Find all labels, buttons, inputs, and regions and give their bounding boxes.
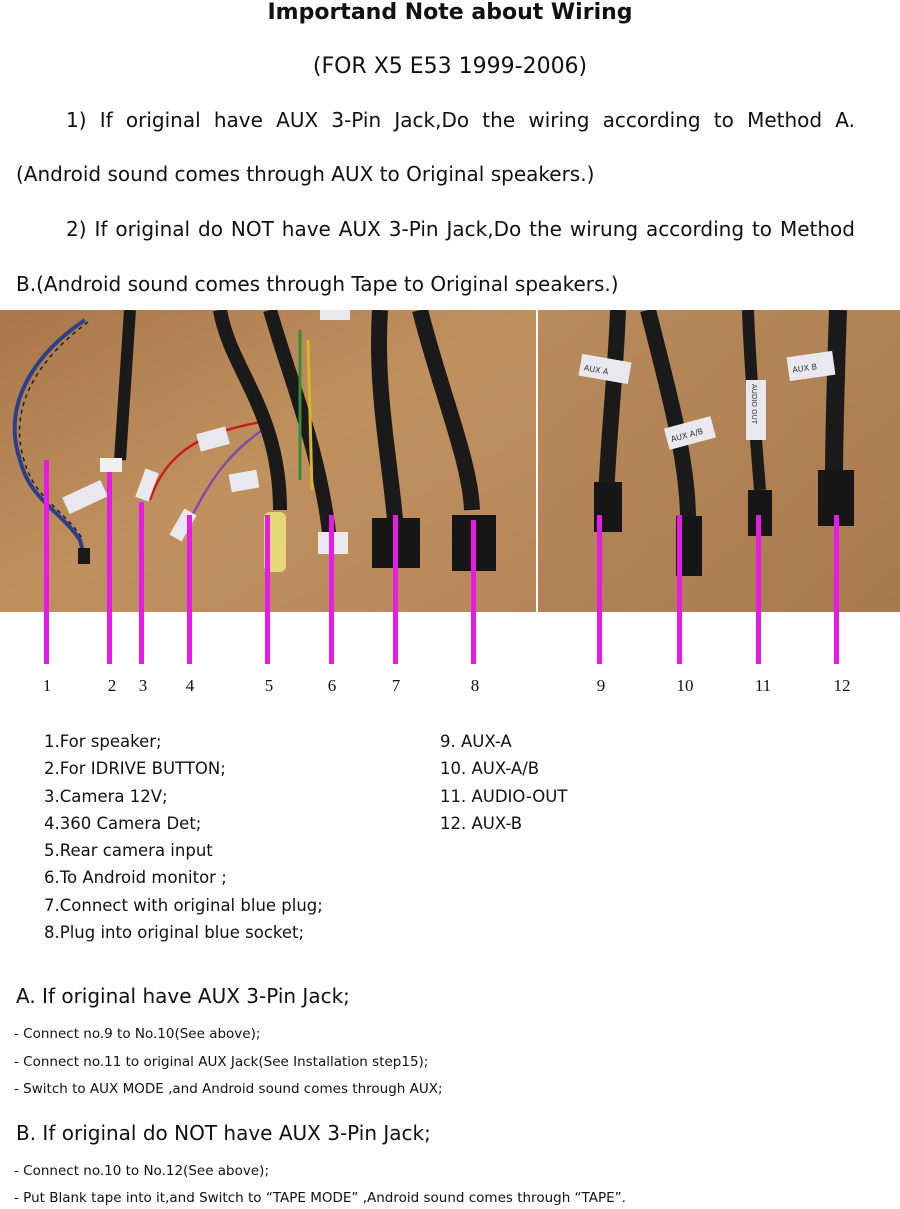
intro-paragraph-1-line-2: (Android sound comes through AUX to Orig… — [16, 162, 595, 186]
legend-item-8: 8.Plug into original blue socket; — [44, 923, 305, 943]
pointer-5 — [265, 515, 270, 664]
number-label-9: 9 — [596, 676, 606, 695]
number-label-6: 6 — [327, 676, 337, 695]
legend-item-4: 4.360 Camera Det; — [44, 813, 202, 833]
method-b-step-1: - Connect no.10 to No.12(See above); — [14, 1163, 269, 1179]
method-b-step-2: - Put Blank tape into it,and Switch to “… — [14, 1190, 626, 1206]
legend-item-5: 5.Rear camera input — [44, 841, 213, 861]
label-aux-b: AUX B — [792, 362, 818, 374]
legend-item-9: 9. AUX-A — [440, 732, 512, 751]
pointer-4 — [187, 515, 192, 664]
number-label-2: 2 — [107, 676, 117, 695]
method-a-step-1: - Connect no.9 to No.10(See above); — [14, 1026, 261, 1042]
intro-paragraph-1-line-1: 1) If original have AUX 3-Pin Jack,Do th… — [66, 108, 855, 132]
pointer-12 — [834, 515, 839, 664]
legend-item-3: 3.Camera 12V; — [44, 786, 168, 806]
pointer-7 — [393, 515, 398, 664]
legend-item-12: 12. AUX-B — [440, 813, 523, 833]
pointer-1 — [44, 460, 49, 664]
method-a-heading: A. If original have AUX 3-Pin Jack; — [16, 984, 350, 1008]
method-a-step-3: - Switch to AUX MODE ,and Android sound … — [14, 1081, 443, 1097]
legend-item-2: 2.For IDRIVE BUTTON; — [44, 759, 226, 779]
number-label-8: 8 — [470, 676, 480, 695]
legend-left: 1.For speaker; 2.For IDRIVE BUTTON; 3.Ca… — [44, 732, 323, 950]
legend-right: 9. AUX-A 10. AUX-A/B 11. AUDIO-OUT 12. A… — [440, 732, 567, 841]
pointer-10 — [677, 515, 682, 664]
legend-item-10: 10. AUX-A/B — [440, 759, 540, 779]
label-aux-a: AUX A — [583, 363, 610, 376]
number-label-5: 5 — [264, 676, 274, 695]
number-label-7: 7 — [391, 676, 401, 695]
number-label-3: 3 — [138, 676, 148, 695]
method-a-step-2: - Connect no.11 to original AUX Jack(See… — [14, 1054, 429, 1070]
page-title: Importand Note about Wiring — [267, 0, 633, 25]
pointer-8 — [471, 520, 476, 664]
pointer-2 — [107, 472, 112, 664]
number-label-12: 12 — [833, 676, 851, 695]
page-subtitle: (FOR X5 E53 1999-2006) — [312, 54, 588, 79]
legend-item-1: 1.For speaker; — [44, 732, 162, 751]
pointer-11 — [756, 515, 761, 664]
number-label-10: 10 — [676, 676, 694, 695]
harness-photo-right: AUX A AUX A/B AUDIO OUT AUX B — [538, 310, 900, 612]
legend-item-6: 6.To Android monitor ; — [44, 868, 227, 888]
legend-item-11: 11. AUDIO-OUT — [440, 786, 568, 806]
legend-item-7: 7.Connect with original blue plug; — [44, 895, 323, 915]
number-label-1: 1 — [42, 676, 52, 695]
intro-paragraph-2-line-2: B.(Android sound comes through Tape to O… — [16, 272, 619, 296]
pointer-3 — [139, 502, 144, 664]
pointer-6 — [329, 515, 334, 664]
intro-paragraph-2-line-1: 2) If original do NOT have AUX 3-Pin Jac… — [66, 217, 855, 241]
number-label-4: 4 — [185, 676, 195, 695]
pointer-9 — [597, 515, 602, 664]
method-b-heading: B. If original do NOT have AUX 3-Pin Jac… — [16, 1121, 431, 1145]
number-label-11: 11 — [754, 676, 772, 695]
label-audio-out: AUDIO OUT — [750, 384, 758, 425]
